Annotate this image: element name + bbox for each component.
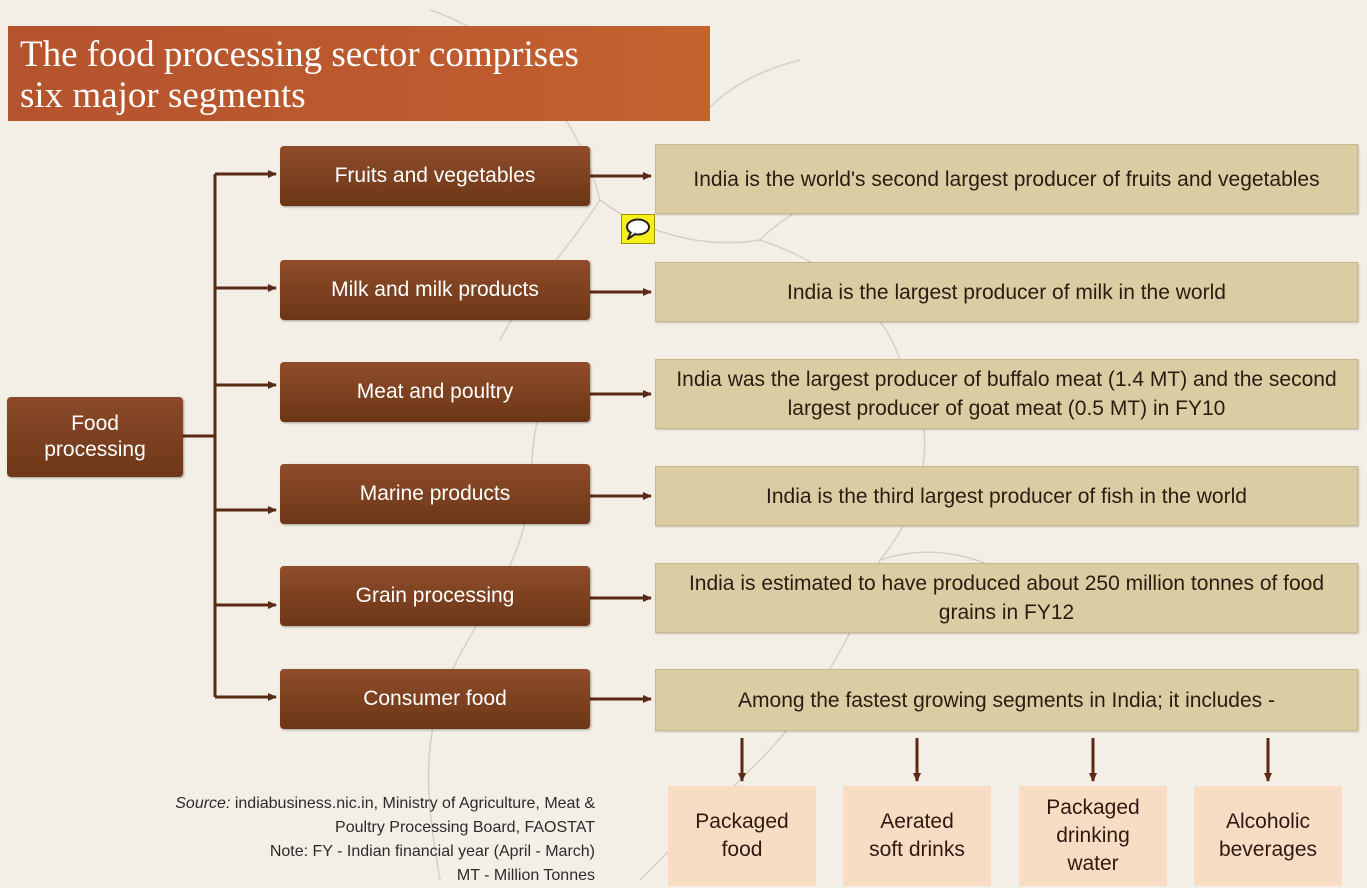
title-line-1: The food processing sector comprises [20,34,579,75]
segment-marine-products: Marine products [280,464,590,524]
fact-milk: India is the largest producer of milk in… [655,262,1358,322]
segment-consumer-food: Consumer food [280,669,590,729]
comment-icon[interactable] [621,214,655,244]
source-text-1: indiabusiness.nic.in, Ministry of Agricu… [234,795,595,812]
source-line-2: Poultry Processing Board, FAOSTAT [335,819,595,836]
segment-grain-processing: Grain processing [280,566,590,626]
root-node-food-processing: Food processing [7,397,183,477]
source-note-fy: Note: FY - Indian financial year (April … [269,843,595,860]
page-title: The food processing sector comprises six… [8,26,710,121]
segment-meat-and-poultry: Meat and poultry [280,362,590,422]
fact-consumer-food: Among the fastest growing segments in In… [655,669,1358,731]
fact-marine: India is the third largest producer of f… [655,466,1358,526]
source-line-1: Source: indiabusiness.nic.in, Ministry o… [60,792,595,816]
fact-fruits-and-vegetables: India is the world's second largest prod… [655,144,1358,214]
root-label-line-2: processing [44,438,146,461]
segment-milk-and-milk-products: Milk and milk products [280,260,590,320]
source-note-mt: MT - Million Tonnes [456,867,595,884]
source-note: Source: indiabusiness.nic.in, Ministry o… [60,792,595,888]
fact-meat-and-poultry: India was the largest producer of buffal… [655,359,1358,429]
source-label: Source: [175,795,231,812]
item-packaged-drinking-water: Packaged drinking water [1019,786,1167,886]
item-packaged-food: Packaged food [668,786,816,886]
title-line-2: six major segments [20,75,306,116]
item-aerated-soft-drinks: Aerated soft drinks [843,786,991,886]
fact-grain: India is estimated to have produced abou… [655,563,1358,633]
root-label-line-1: Food [71,412,119,435]
segment-fruits-and-vegetables: Fruits and vegetables [280,146,590,206]
item-alcoholic-beverages: Alcoholic beverages [1194,786,1342,886]
